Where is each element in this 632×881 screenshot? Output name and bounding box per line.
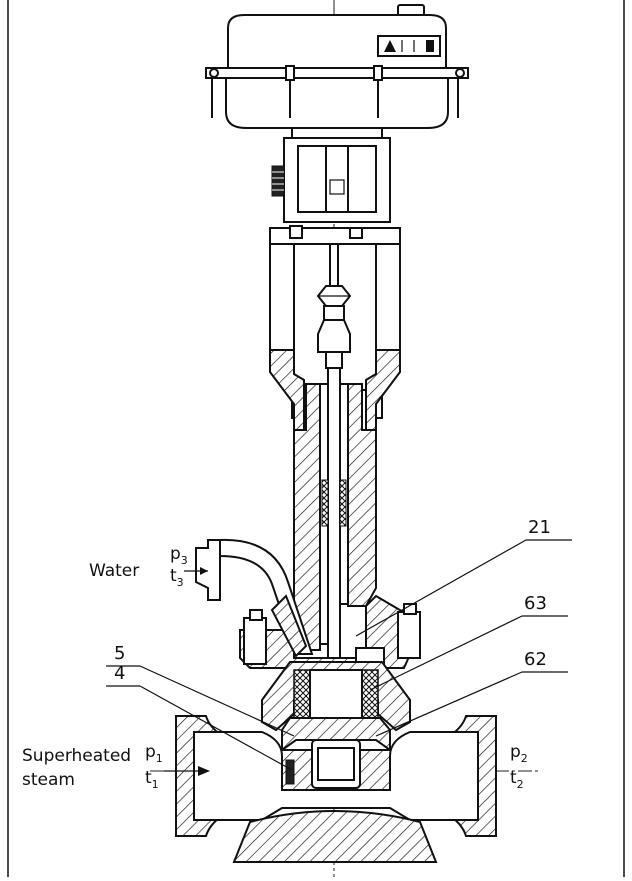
- t1-label: t1: [145, 768, 159, 791]
- flow-arrows: [164, 567, 210, 776]
- drawing-frame: [7, 0, 625, 877]
- p2-label: p2: [510, 742, 528, 765]
- part-62-label: 62: [524, 649, 547, 670]
- p2-letter: p: [510, 742, 521, 762]
- superheated-label: Superheated: [22, 746, 132, 766]
- p2-subscript: 2: [520, 752, 528, 765]
- t3-label: t3: [170, 566, 184, 589]
- t3-subscript: 3: [176, 576, 184, 589]
- p3-label: p3: [170, 544, 188, 567]
- t2-label: t2: [510, 768, 524, 791]
- t1-letter: t: [145, 768, 152, 788]
- leader-lines: [106, 539, 572, 771]
- t2-letter: t: [510, 768, 517, 788]
- t2-subscript: 2: [516, 778, 524, 791]
- part-4-label: 4: [114, 663, 126, 684]
- part-63-label: 63: [524, 593, 547, 614]
- p3-letter: p: [170, 544, 181, 564]
- water-label: Water: [89, 561, 140, 581]
- steam-label: steam: [22, 770, 75, 790]
- p3-subscript: 3: [180, 554, 188, 567]
- seat-assembly: [281, 669, 391, 789]
- water-inlet: [195, 538, 314, 658]
- p1-subscript: 1: [155, 752, 163, 765]
- t3-letter: t: [170, 566, 177, 586]
- part-5-label: 5: [114, 643, 126, 664]
- upper-yoke: [271, 127, 391, 223]
- part-21-label: 21: [528, 517, 551, 538]
- actuator: [205, 4, 469, 129]
- p1-label: p1: [145, 742, 163, 765]
- p1-letter: p: [145, 742, 156, 762]
- t1-subscript: 1: [151, 778, 159, 791]
